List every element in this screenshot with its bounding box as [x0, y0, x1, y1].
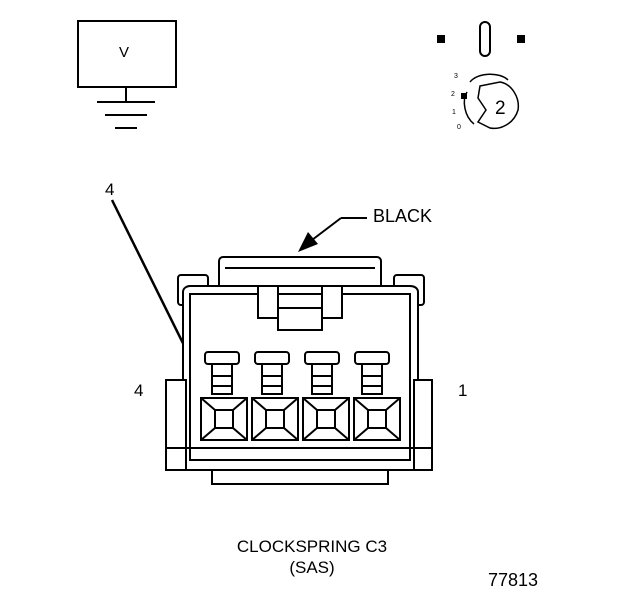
voltmeter-label: V [119, 44, 130, 61]
color-callout-label: BLACK [373, 206, 433, 226]
retainer-2 [304, 351, 340, 395]
diagram-title: CLOCKSPRING C3 (SAS) [0, 536, 624, 578]
pin-number-right: 1 [458, 381, 468, 400]
scale-tick-3: 3 [454, 73, 458, 80]
terminal-retainers [204, 351, 390, 395]
pin-callout-label: 4 [105, 180, 115, 199]
cavity-1 [353, 397, 401, 441]
scale-value: 2 [495, 98, 506, 119]
meter-selector-icon [437, 21, 525, 130]
connector-body [165, 256, 433, 485]
figure-id: 77813 [488, 570, 539, 590]
scale-tick-0: 0 [457, 124, 461, 131]
title-line-2: (SAS) [289, 558, 335, 577]
scale-tick-2: 2 [451, 91, 455, 98]
cavity-2 [302, 397, 350, 441]
voltmeter-symbol [77, 20, 177, 129]
cavity-4 [200, 397, 248, 441]
cavity-3 [251, 397, 299, 441]
pin-number-left: 4 [134, 381, 144, 400]
title-line-1: CLOCKSPRING C3 [236, 537, 388, 556]
retainer-3 [254, 351, 290, 395]
color-callout-leader [298, 217, 367, 252]
retainer-4 [204, 351, 240, 395]
retainer-1 [354, 351, 390, 395]
scale-tick-1: 1 [452, 109, 456, 116]
pin-cavities [200, 397, 401, 441]
